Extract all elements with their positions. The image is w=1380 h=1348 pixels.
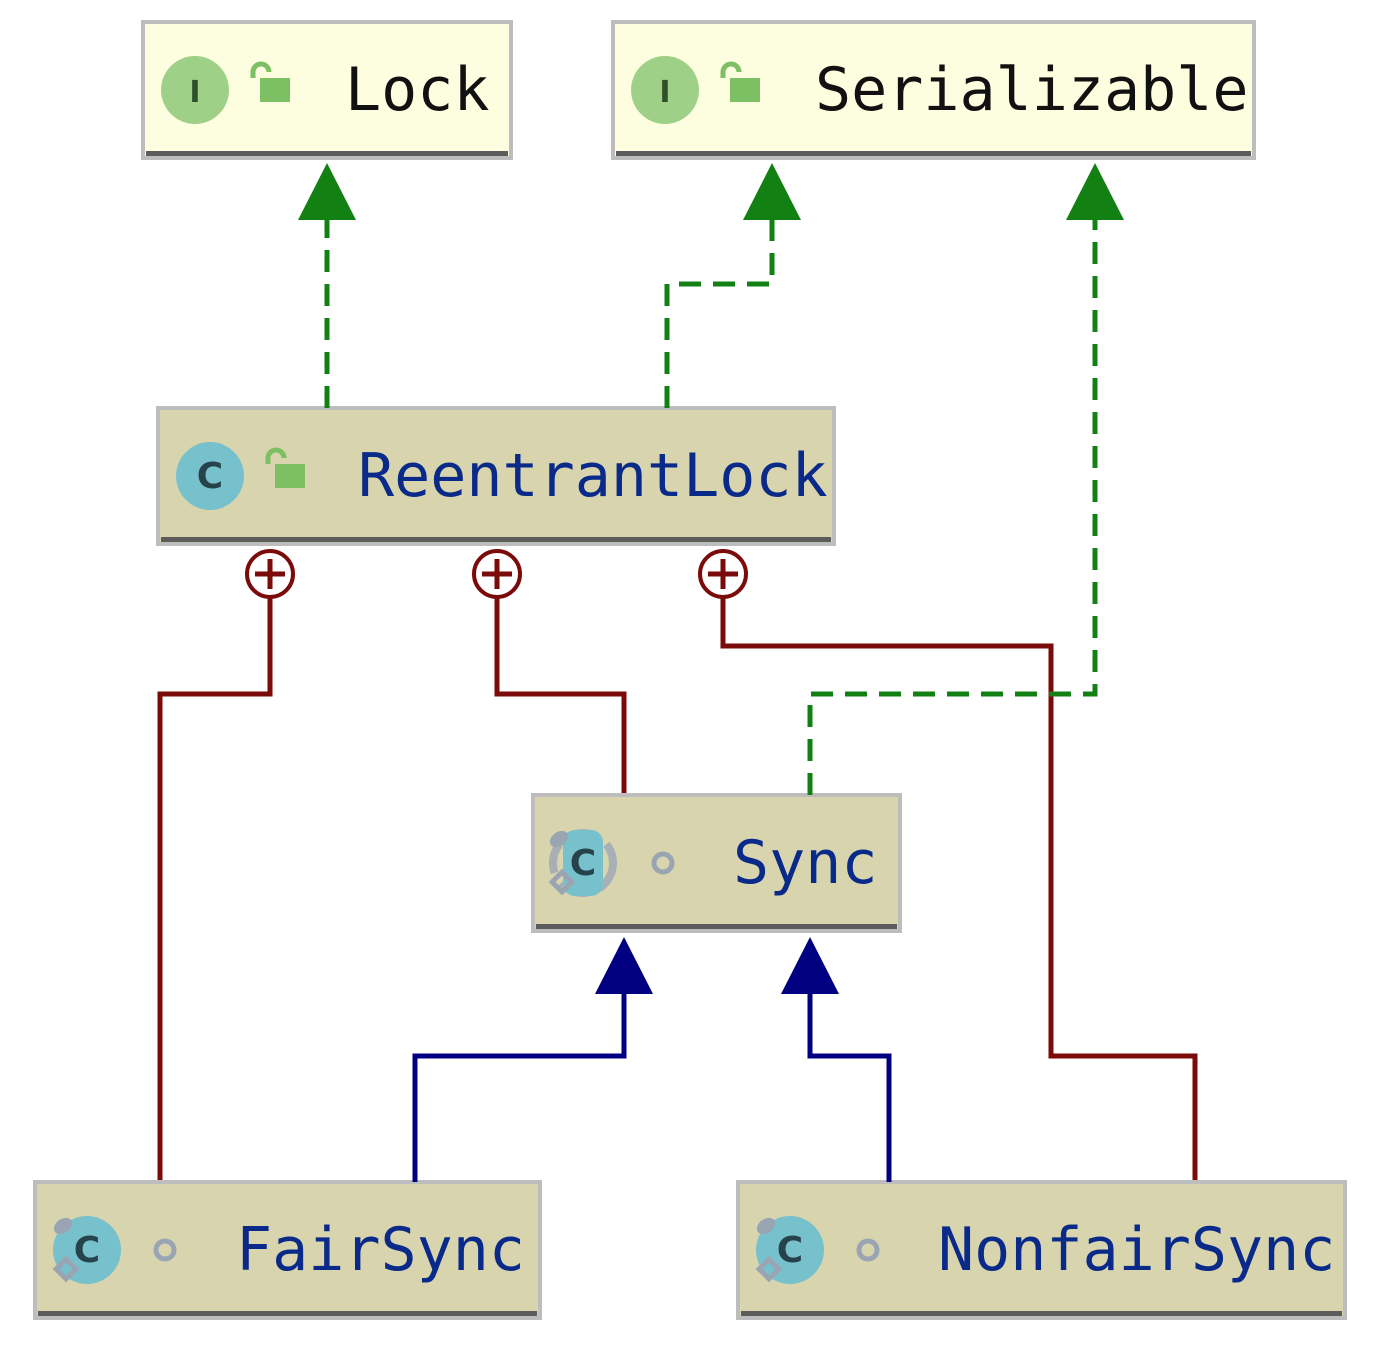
node-underline bbox=[146, 151, 508, 156]
public-lock-icon bbox=[720, 61, 760, 102]
icon-letter: C bbox=[777, 1230, 803, 1271]
edge-line bbox=[807, 218, 1098, 795]
node-name: NonfairSync bbox=[938, 1215, 1335, 1285]
edge-extends-nonfairsync-to-sync bbox=[781, 937, 892, 1182]
package-private-icon bbox=[651, 851, 675, 875]
icon-letter: I bbox=[189, 75, 200, 110]
node-sync[interactable]: C Sync bbox=[531, 793, 902, 933]
edge-implements-reentrantlock-to-lock bbox=[298, 163, 356, 408]
generalization-arrowhead bbox=[781, 937, 839, 994]
node-name: Sync bbox=[733, 828, 878, 898]
edge-line bbox=[664, 218, 775, 408]
edge-inner-reentrantlock-to-sync bbox=[494, 596, 627, 795]
node-reentrantlock[interactable]: C ReentrantLock bbox=[156, 406, 836, 546]
icon-letter: I bbox=[659, 75, 670, 110]
edge-inner-reentrantlock-to-fairsync bbox=[157, 596, 273, 1182]
node-name: ReentrantLock bbox=[358, 441, 828, 511]
nested-class-plus-icon bbox=[698, 549, 748, 599]
edge-line bbox=[157, 596, 273, 1182]
edge-extends-fairsync-to-sync bbox=[412, 937, 653, 1182]
edge-line bbox=[412, 993, 627, 1182]
edges-layer bbox=[157, 596, 1198, 1182]
node-box bbox=[156, 406, 836, 546]
edge-inner-reentrantlock-to-nonfairsync bbox=[720, 596, 1198, 1182]
edge-implements-sync-to-serializable bbox=[807, 163, 1124, 795]
realization-arrowhead bbox=[298, 163, 356, 220]
abstract-static-class-icon: C bbox=[548, 829, 617, 897]
node-underline bbox=[741, 1311, 1342, 1316]
interface-icon: I bbox=[631, 56, 699, 124]
node-underline bbox=[161, 537, 831, 542]
static-final-class-icon: C bbox=[755, 1216, 824, 1284]
interface-icon: I bbox=[161, 56, 229, 124]
icon-letter: C bbox=[197, 456, 223, 497]
realization-arrowhead bbox=[1066, 163, 1124, 220]
node-box bbox=[611, 20, 1256, 160]
node-name: Lock bbox=[345, 55, 490, 125]
node-fairsync[interactable]: C FairSync bbox=[33, 1180, 542, 1320]
icon-letter: C bbox=[74, 1230, 100, 1271]
public-lock-icon bbox=[250, 61, 290, 102]
edge-implements-reentrantlock-to-serializable bbox=[664, 163, 801, 408]
package-private-icon bbox=[856, 1238, 880, 1262]
node-nonfairsync[interactable]: C NonfairSync bbox=[736, 1180, 1347, 1320]
node-underline bbox=[38, 1311, 537, 1316]
node-name: Serializable bbox=[815, 55, 1248, 125]
nested-class-plus-icon bbox=[472, 549, 522, 599]
public-lock-icon bbox=[265, 447, 305, 488]
edge-line bbox=[807, 993, 892, 1182]
edge-line bbox=[720, 596, 1198, 1182]
nested-class-plus-icon bbox=[245, 549, 295, 599]
class-icon: C bbox=[176, 442, 244, 510]
package-private-icon bbox=[153, 1238, 177, 1262]
node-serializable[interactable]: I Serializable bbox=[611, 20, 1256, 160]
static-final-class-icon: C bbox=[52, 1216, 121, 1284]
icon-letter: C bbox=[570, 843, 596, 884]
node-lock[interactable]: I Lock bbox=[141, 20, 513, 160]
markers-layer bbox=[245, 163, 1124, 1182]
realization-arrowhead bbox=[743, 163, 801, 220]
node-underline bbox=[616, 151, 1251, 156]
node-box bbox=[736, 1180, 1347, 1320]
node-underline bbox=[536, 924, 897, 929]
generalization-arrowhead bbox=[595, 937, 653, 994]
node-name: FairSync bbox=[236, 1215, 525, 1285]
edge-line bbox=[494, 596, 627, 795]
